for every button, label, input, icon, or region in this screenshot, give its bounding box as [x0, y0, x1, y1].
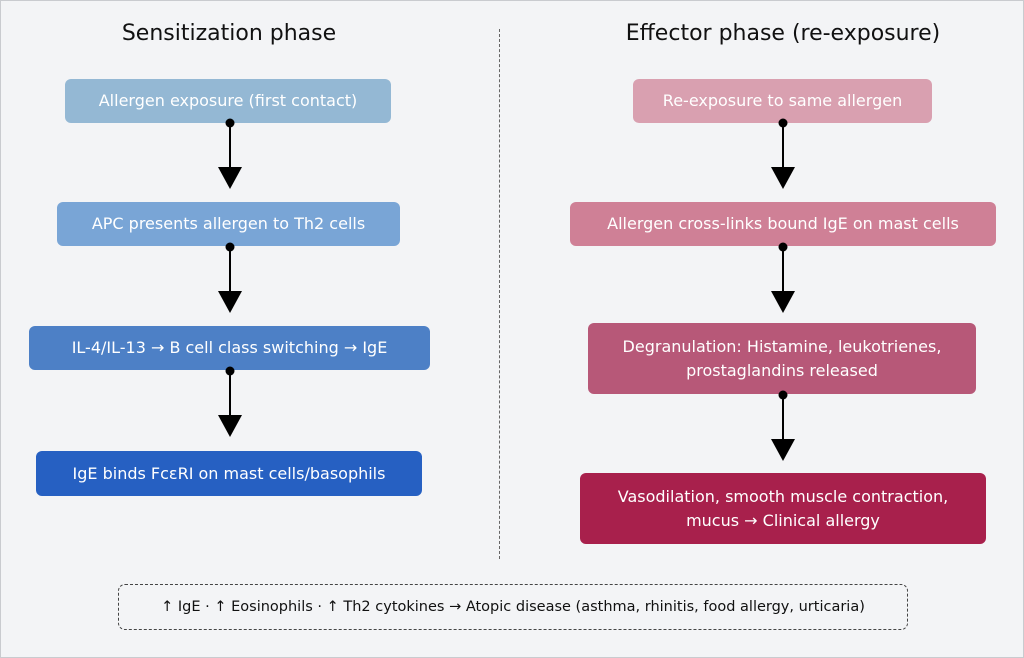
step-clinical-allergy: Vasodilation, smooth muscle contraction,… — [580, 473, 986, 544]
step-label: Degranulation: Histamine, leukotrienes, … — [622, 336, 942, 380]
summary-note: ↑ IgE · ↑ Eosinophils · ↑ Th2 cytokines … — [118, 584, 908, 630]
step-label: IgE binds FcεRI on mast cells/basophils — [72, 463, 386, 483]
step-re-exposure: Re-exposure to same allergen — [633, 79, 932, 123]
phase-divider — [499, 29, 500, 559]
step-allergen-exposure: Allergen exposure (first contact) — [65, 79, 391, 123]
step-cross-links: Allergen cross-links bound IgE on mast c… — [570, 202, 996, 246]
arrow-down-icon — [218, 242, 242, 313]
arrow-down-icon — [771, 242, 795, 313]
step-ige-binds: IgE binds FcεRI on mast cells/basophils — [36, 451, 422, 496]
step-label: Re-exposure to same allergen — [662, 91, 903, 110]
step-class-switching: IL-4/IL-13 → B cell class switching → Ig… — [29, 326, 430, 370]
step-label: Vasodilation, smooth muscle contraction,… — [617, 486, 949, 530]
arrow-down-icon — [218, 118, 242, 189]
arrow-down-icon — [771, 390, 795, 461]
arrow-down-icon — [218, 366, 242, 437]
step-label: Allergen exposure (first contact) — [98, 91, 358, 110]
sensitization-phase-title: Sensitization phase — [121, 21, 337, 46]
step-label: IL-4/IL-13 → B cell class switching → Ig… — [71, 338, 388, 357]
step-apc-presents: APC presents allergen to Th2 cells — [57, 202, 400, 246]
arrow-down-icon — [771, 118, 795, 189]
effector-phase-title: Effector phase (re-exposure) — [625, 21, 941, 46]
step-label: APC presents allergen to Th2 cells — [91, 214, 366, 233]
step-label: Allergen cross-links bound IgE on mast c… — [607, 214, 959, 233]
summary-note-text: ↑ IgE · ↑ Eosinophils · ↑ Th2 cytokines … — [161, 599, 865, 615]
step-degranulation: Degranulation: Histamine, leukotrienes, … — [588, 323, 976, 394]
